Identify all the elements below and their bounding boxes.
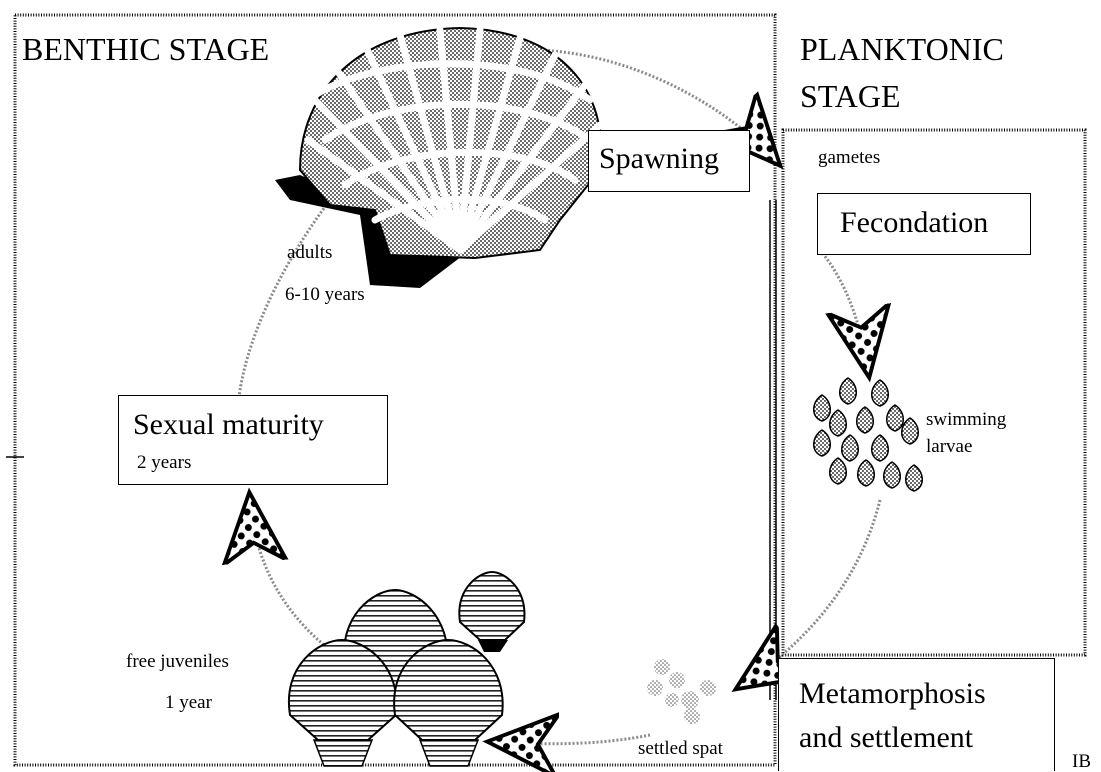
planktonic-stage-heading-line1: PLANKTONIC — [800, 33, 1004, 65]
juvenile-age-label: 1 year — [165, 693, 212, 712]
spawning-box: Spawning — [588, 130, 750, 192]
sexual-maturity-box: Sexual maturity 2 years — [118, 395, 388, 485]
metamorphosis-label-line2: and settlement — [799, 723, 973, 753]
sexual-maturity-label: Sexual maturity — [133, 410, 324, 440]
adults-age-label: 6-10 years — [285, 285, 365, 304]
fecondation-box: Fecondation — [817, 193, 1031, 255]
gametes-label: gametes — [818, 148, 880, 167]
arrow-fecondation-to-larvae — [820, 250, 868, 370]
maturity-age-label: 2 years — [137, 453, 191, 472]
metamorphosis-label-line1: Metamorphosis — [799, 679, 986, 709]
arrow-juveniles-to-maturity — [250, 500, 330, 650]
juvenile-scallops-image — [289, 572, 525, 766]
settled-spat-label: settled spat — [638, 739, 723, 758]
benthic-stage-heading: BENTHIC STAGE — [22, 33, 269, 65]
swimming-larvae-image — [814, 378, 923, 491]
adults-label: adults — [287, 243, 332, 262]
arrow-spat-to-juveniles — [495, 735, 650, 744]
swimming-larvae-label-line1: swimming — [926, 410, 1006, 429]
free-juveniles-label: free juveniles — [126, 652, 229, 671]
planktonic-stage-heading-line2: STAGE — [800, 80, 901, 112]
swimming-larvae-label-line2: larvae — [926, 437, 972, 456]
credit-label: IB — [1072, 752, 1091, 771]
arrow-maturity-to-adults — [238, 200, 330, 410]
spawning-label: Spawning — [599, 144, 719, 174]
fecondation-label: Fecondation — [840, 208, 988, 238]
settled-spat-image — [647, 659, 716, 724]
metamorphosis-box: Metamorphosis and settlement — [778, 658, 1055, 771]
